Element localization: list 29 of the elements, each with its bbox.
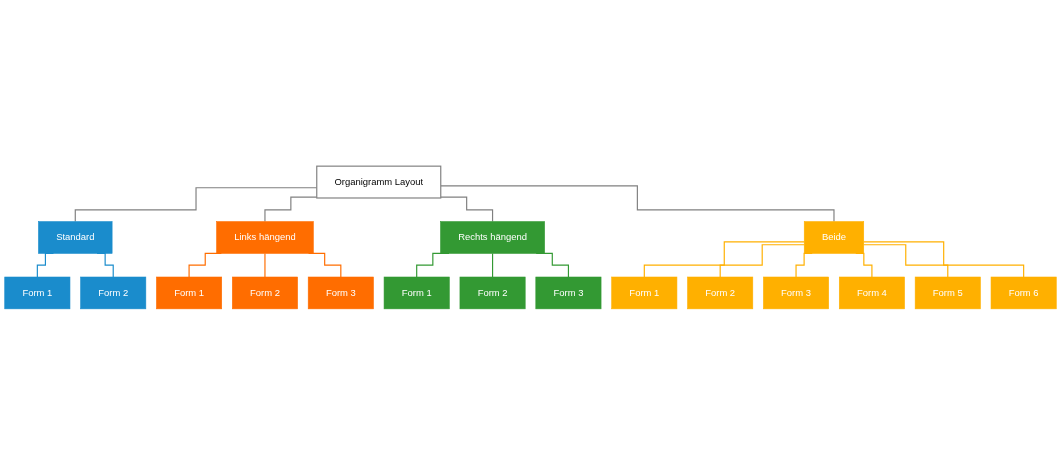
node-box: Form 2 [459, 276, 526, 310]
connector [74, 187, 318, 223]
node-box: Form 1 [611, 276, 678, 310]
connector [863, 244, 949, 278]
connector [643, 241, 805, 278]
node-box: Organigramm Layout [316, 165, 442, 199]
node-box: Links hängend [216, 221, 314, 254]
connector [440, 185, 835, 223]
node-box: Form 5 [914, 276, 981, 310]
connector [440, 196, 494, 223]
connector [491, 252, 494, 278]
node-box: Rechts hängend [440, 221, 545, 254]
node-box: Form 2 [687, 276, 754, 310]
node-box: Form 4 [839, 276, 905, 310]
node-box: Form 3 [535, 276, 602, 310]
connector [719, 244, 805, 278]
node-box: Form 6 [990, 276, 1057, 310]
node-box: Beide [803, 221, 865, 254]
node-box: Standard [38, 221, 113, 254]
node-box: Form 1 [156, 276, 222, 310]
node-box: Form 2 [232, 276, 298, 310]
node-box: Form 1 [383, 276, 450, 310]
node-box: Form 3 [307, 276, 374, 310]
connector [264, 196, 318, 223]
node-box: Form 3 [763, 276, 829, 310]
node-box: Form 1 [4, 276, 71, 310]
node-box: Form 2 [80, 276, 147, 310]
connector [863, 241, 1025, 278]
connector [264, 252, 266, 278]
